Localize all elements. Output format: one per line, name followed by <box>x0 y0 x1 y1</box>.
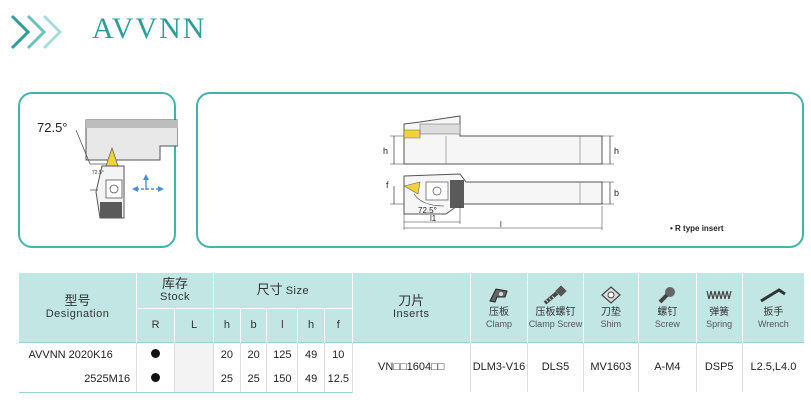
angle-label-right: 72.5° <box>418 206 437 215</box>
header-size-l: l <box>266 307 298 342</box>
header-size-h1: h <box>297 307 325 342</box>
dim-h-left-label: h <box>383 146 389 156</box>
designation-cell: AVVNN 2020K16 <box>18 341 137 367</box>
chevron-logo-icon <box>10 14 63 50</box>
header-clamp-screw: 压板螺钉 Clamp Screw <box>527 273 584 342</box>
header-stock-r: R <box>136 307 175 342</box>
in-stock-dot <box>151 373 161 383</box>
header-wrench: 扳手 Wrench <box>741 273 804 342</box>
clamp-screw-cell: DLS5 <box>527 341 584 392</box>
size-l-cell: 125 <box>266 341 298 367</box>
spring-icon <box>706 290 732 299</box>
table-row: AVVNN 2020K16 20 20 125 49 10 VN□□1604□□… <box>18 341 804 392</box>
header-size-b: b <box>239 307 267 342</box>
stock-l-cell <box>174 367 214 393</box>
dim-l1-label: l1 <box>430 214 437 223</box>
header-spring: 弹簧 Spring <box>695 273 743 342</box>
designation-cell: 2525M16 <box>18 367 137 393</box>
size-h1-cell: 49 <box>297 367 325 393</box>
size-f-cell: 12.5 <box>323 367 353 393</box>
header-size: 尺寸 Size <box>213 273 353 308</box>
wrench-icon <box>760 287 787 303</box>
header-shim: 刀垫 Shim <box>582 273 639 342</box>
table-row: 2525M16 25 25 150 49 12.5 <box>18 367 805 393</box>
stock-l-cell <box>174 341 214 367</box>
size-f-cell: 10 <box>323 341 353 367</box>
small-angle-label: 72.5° <box>92 170 104 176</box>
r-type-insert-note: • R type insert <box>670 224 724 233</box>
header-size-f: f <box>323 307 353 342</box>
header-stock: 库存 Stock <box>136 273 214 308</box>
angle-label: 72.5° <box>37 120 68 135</box>
holder-top-view-drawing <box>75 119 178 219</box>
in-stock-dot <box>151 348 161 358</box>
size-b-cell: 20 <box>239 341 267 367</box>
header-clamp: 压板 Clamp <box>469 273 528 342</box>
size-b-cell: 25 <box>239 367 267 393</box>
screw-icon <box>658 286 676 304</box>
stock-r-cell <box>136 367 175 393</box>
dim-b-label: b <box>614 188 620 198</box>
header-designation: 型号 Designation <box>17 273 137 342</box>
dim-f-label: f <box>386 180 389 190</box>
shim-cell: MV1603 <box>582 341 639 392</box>
header-stock-l: L <box>174 307 214 342</box>
clamp-cell: DLM3-V16 <box>469 341 528 392</box>
size-h-cell: 25 <box>213 367 241 393</box>
size-l-cell: 150 <box>266 367 298 393</box>
header-size-h: h <box>213 307 241 342</box>
clamp-screw-icon <box>544 285 568 305</box>
size-h-cell: 20 <box>213 341 241 367</box>
shim-icon <box>600 285 621 304</box>
spec-table: 型号 Designation 库存 Stock 尺寸 Size 刀片 Inser… <box>17 273 805 393</box>
wrench-cell: L2.5,L4.0 <box>741 341 804 392</box>
spring-cell: DSP5 <box>695 341 743 392</box>
stock-r-cell <box>136 341 175 367</box>
clamp-icon <box>489 288 508 303</box>
dim-l-label: l <box>500 220 502 229</box>
page-title: AVVNN <box>92 12 207 45</box>
holder-dimension-drawing <box>390 115 614 230</box>
header-inserts: 刀片 Inserts <box>351 273 471 342</box>
insert-cell: VN□□1604□□ <box>351 341 471 392</box>
dim-h-right-label: h <box>614 146 620 156</box>
header-screw: 螺钉 Screw <box>638 273 697 342</box>
screw-cell: A-M4 <box>638 341 697 392</box>
dimension-drawing-panel: h h f b 72.5° l1 l • R type insert <box>196 92 804 248</box>
angle-diagram-panel: 72.5° 72.5° <box>18 92 178 248</box>
size-h1-cell: 49 <box>297 341 325 367</box>
